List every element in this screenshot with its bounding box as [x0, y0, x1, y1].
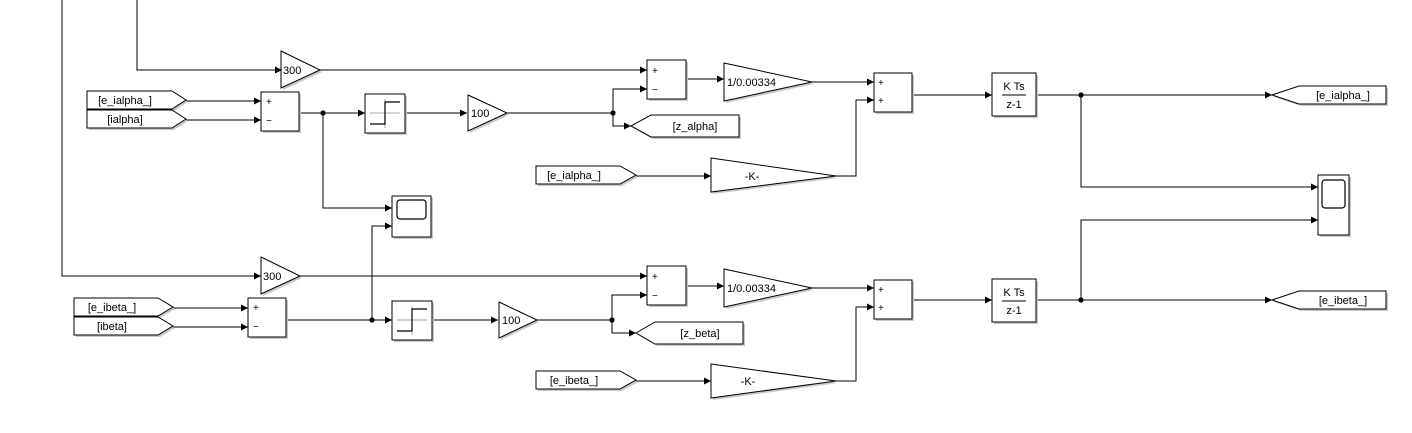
gain-block-300-beta[interactable]: 300	[260, 256, 302, 296]
sum-block-beta-mid[interactable]: + −	[646, 265, 688, 307]
from-tag-ibeta[interactable]: [ibeta]	[73, 316, 175, 337]
sum-sign: −	[652, 291, 658, 302]
branch-point	[1078, 297, 1084, 303]
relay-icon	[370, 99, 400, 128]
branch-point	[610, 110, 616, 116]
integrator-numerator: K Ts	[1003, 287, 1025, 299]
gain-block-inverse-alpha[interactable]: 1/0.00334	[723, 62, 814, 103]
gain-label: 1/0.00334	[727, 77, 776, 89]
sum-block-alpha-error[interactable]: + −	[260, 91, 301, 133]
branch-points	[320, 92, 1084, 323]
signal-line[interactable]	[611, 291, 647, 320]
gain-block-inverse-beta[interactable]: 1/0.00334	[723, 268, 814, 309]
scope-icon	[1321, 179, 1346, 209]
tag-label: [ialpha]	[107, 114, 142, 126]
discrete-integrator-beta[interactable]: K Ts z-1	[991, 278, 1038, 324]
sum-block-alpha-out[interactable]: + +	[873, 72, 914, 114]
scope-block-errors[interactable]	[391, 195, 433, 239]
sum-sign: +	[253, 303, 259, 314]
from-tag-ialpha[interactable]: [ialpha]	[86, 109, 188, 130]
discrete-integrator-alpha[interactable]: K Ts z-1	[991, 72, 1038, 118]
gain-block-100-beta[interactable]: 100	[498, 301, 539, 340]
relay-block-beta[interactable]	[391, 300, 434, 342]
sum-sign: +	[878, 285, 884, 296]
sum-block-beta-out[interactable]: + +	[873, 279, 914, 321]
sum-block-beta-error[interactable]: + −	[247, 297, 288, 339]
signal-lines	[61, 0, 1318, 385]
gain-block-100-alpha[interactable]: 100	[467, 94, 509, 133]
gain-label: 300	[263, 271, 281, 283]
integrator-numerator: K Ts	[1003, 81, 1025, 93]
integrator-denominator: z-1	[1006, 99, 1021, 111]
sum-sign: −	[652, 85, 658, 96]
signal-line[interactable]	[1080, 216, 1318, 300]
integrator-denominator: z-1	[1006, 305, 1021, 317]
signal-line[interactable]	[612, 113, 631, 130]
sum-sign: +	[878, 303, 884, 314]
tag-label: [e_ibeta_]	[88, 302, 136, 314]
gain-block-300-alpha[interactable]: 300	[280, 50, 322, 90]
sum-block-alpha-mid[interactable]: + −	[646, 59, 688, 101]
sum-sign: +	[652, 66, 658, 77]
gain-label: 1/0.00334	[727, 283, 776, 295]
relay-icon	[397, 306, 427, 335]
scope-block-outputs[interactable]	[1317, 174, 1351, 237]
signal-line[interactable]	[61, 0, 261, 280]
sum-sign: −	[266, 116, 272, 127]
branch-point	[369, 317, 375, 323]
tag-label: [z_alpha]	[673, 121, 718, 133]
branch-point	[609, 317, 615, 323]
gain-label: -K-	[741, 376, 756, 388]
scope-icon	[396, 199, 427, 220]
goto-tag-e-ibeta[interactable]: [e_ibeta_]	[1270, 290, 1388, 311]
gain-label: -K-	[745, 171, 760, 183]
tag-label: [e_ialpha_]	[98, 95, 152, 107]
from-tag-e-ialpha[interactable]: [e_ialpha_]	[86, 90, 188, 111]
gain-block-k-beta[interactable]: -K-	[710, 363, 838, 400]
gain-block-k-alpha[interactable]: -K-	[710, 157, 838, 194]
goto-tag-e-ialpha[interactable]: [e_ialpha_]	[1270, 85, 1388, 106]
signal-line[interactable]	[136, 0, 282, 74]
sum-sign: +	[878, 78, 884, 89]
sum-sign: +	[878, 96, 884, 107]
branch-point	[1078, 92, 1084, 98]
signal-line[interactable]	[836, 96, 874, 177]
sum-sign: −	[253, 322, 259, 333]
from-tag-e-ibeta[interactable]: [e_ibeta_]	[73, 297, 175, 318]
sum-sign: +	[266, 97, 272, 108]
tag-label: [e_ialpha_]	[547, 170, 601, 182]
gain-label: 300	[283, 65, 301, 77]
tag-label: [e_ibeta_]	[550, 375, 598, 387]
signal-line[interactable]	[1080, 95, 1318, 191]
from-tag-e-ibeta-k[interactable]: [e_ibeta_]	[535, 370, 638, 391]
gain-label: 100	[502, 315, 520, 327]
tag-label: [e_ibeta_]	[1319, 295, 1367, 307]
gain-label: 100	[471, 108, 489, 120]
tag-label: [e_ialpha_]	[1316, 90, 1370, 102]
relay-block-alpha[interactable]	[364, 93, 407, 135]
tag-label: [ibeta]	[97, 321, 127, 333]
tag-label: [z_beta]	[680, 328, 719, 340]
signal-line[interactable]	[612, 85, 647, 113]
goto-tag-z-beta[interactable]: [z_beta]	[635, 321, 745, 346]
signal-line[interactable]	[322, 113, 392, 212]
signal-line[interactable]	[611, 320, 636, 337]
sum-sign: +	[652, 272, 658, 283]
from-tag-e-ialpha-k[interactable]: [e_ialpha_]	[535, 165, 638, 186]
branch-point	[320, 110, 326, 116]
goto-tag-z-alpha[interactable]: [z_alpha]	[629, 114, 741, 139]
signal-line[interactable]	[371, 222, 392, 320]
signal-line[interactable]	[836, 303, 874, 382]
